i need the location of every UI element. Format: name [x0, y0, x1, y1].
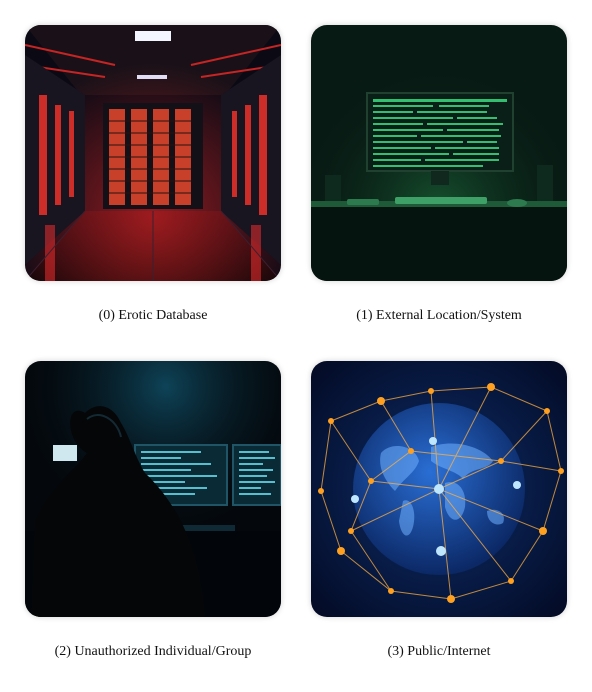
caption-external-location-system: (1) External Location/System	[356, 308, 522, 323]
caption-public-internet: (3) Public/Internet	[387, 644, 491, 659]
server-room-image	[25, 25, 281, 281]
hacker-silhouette-image	[25, 361, 281, 617]
computer-terminal-image	[311, 25, 567, 281]
network-globe-image	[311, 361, 567, 617]
caption-erotic-database: (0) Erotic Database	[98, 308, 208, 323]
caption-unauthorized-individual-group: (2) Unauthorized Individual/Group	[54, 644, 252, 659]
